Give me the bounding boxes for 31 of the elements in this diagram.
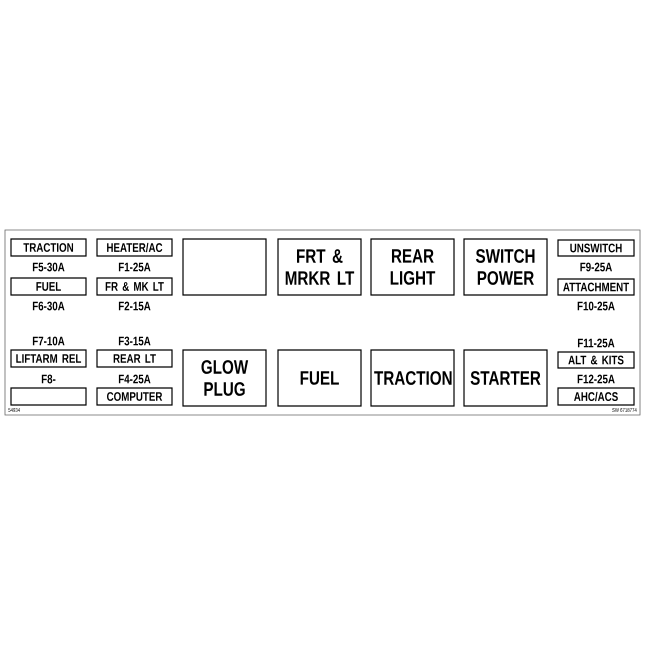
fuse-rating: F8- bbox=[42, 374, 56, 384]
relay-box: SWITCH POWER bbox=[463, 238, 548, 296]
fuse-box: TRACTION bbox=[10, 238, 87, 257]
fuse-box: LIFTARM REL bbox=[10, 349, 87, 368]
fuse-rating: F1-25A bbox=[118, 262, 150, 272]
relay-box: STARTER bbox=[463, 349, 548, 407]
relay-box: TRACTION bbox=[370, 349, 455, 407]
fuse-box: FR & MK LT bbox=[96, 277, 173, 296]
fuse-rating: F12-25A bbox=[578, 374, 615, 384]
fuse-rating: F7-10A bbox=[32, 336, 64, 346]
relay-box: FRT & MRKR LT bbox=[277, 238, 362, 296]
fuse-box: FUEL bbox=[10, 277, 87, 296]
relay-box: REAR LIGHT bbox=[370, 238, 455, 296]
relay-box: FUEL bbox=[277, 349, 362, 407]
fuse-box: HEATER/AC bbox=[96, 238, 173, 257]
fuse-rating: F6-30A bbox=[32, 302, 64, 310]
relay-box bbox=[182, 238, 267, 296]
fuse-rating: F3-15A bbox=[118, 336, 150, 346]
fuse-rating: F10-25A bbox=[578, 302, 615, 310]
fuse-rating: F5-30A bbox=[32, 262, 64, 272]
fuse-box: ALT & KITS bbox=[557, 351, 635, 369]
fuse-rating: F9-25A bbox=[580, 262, 612, 272]
fuse-box: AHC/ACS bbox=[557, 387, 635, 406]
fuse-rating: F2-15A bbox=[118, 302, 150, 310]
fuse-box: ATTACHMENT bbox=[557, 278, 635, 296]
fuse-box: UNSWITCH bbox=[557, 239, 635, 257]
fuse-rating: F4-25A bbox=[118, 374, 150, 384]
fuse-box: COMPUTER bbox=[96, 387, 173, 406]
fuse-rating: F11-25A bbox=[578, 338, 614, 348]
relay-box: GLOW PLUG bbox=[182, 349, 267, 407]
fuse-box: REAR LT bbox=[96, 349, 173, 368]
